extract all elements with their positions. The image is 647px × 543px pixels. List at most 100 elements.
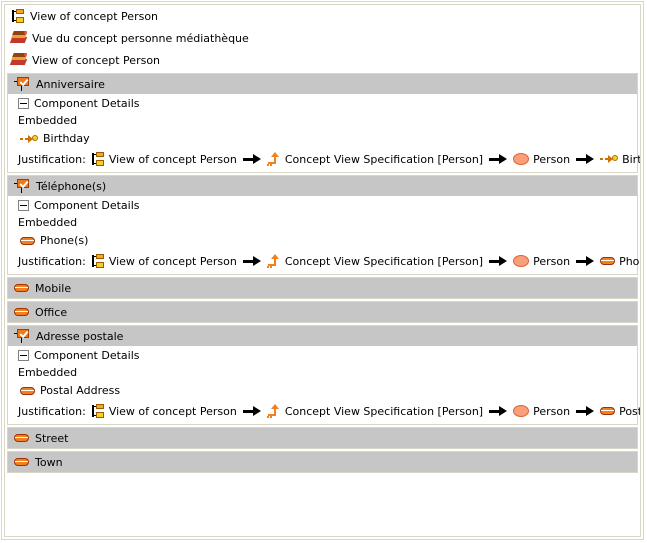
- arrow-icon: [576, 405, 595, 417]
- concept-view-specification-icon: [266, 152, 281, 166]
- attribute-row[interactable]: Postal Address: [8, 381, 637, 400]
- justification-chain-label: View of concept Person: [108, 404, 237, 418]
- justification-row: Justification: View of concept Person Conc…: [8, 400, 640, 422]
- justification-label: Justification:: [18, 404, 86, 418]
- attribute-bar-icon: [14, 283, 29, 293]
- arrow-icon: [489, 153, 508, 165]
- tree-item-row[interactable]: Vue du concept personne médiathèque: [5, 27, 640, 49]
- justification-chain-item[interactable]: Postal Address: [600, 404, 640, 418]
- sub-attribute-panel: Town: [7, 451, 638, 473]
- tree-item-label: Vue du concept personne médiathèque: [32, 31, 249, 45]
- component-details-label: Component Details: [34, 97, 140, 110]
- classifier-ellipse-icon: [513, 405, 530, 417]
- justification-chain-label: Person: [533, 404, 571, 418]
- sub-attribute-panel: Mobile: [7, 277, 638, 299]
- embedded-row: Embedded: [8, 112, 637, 129]
- collapse-toggle-icon[interactable]: [18, 200, 29, 211]
- sub-attribute-label: Mobile: [35, 281, 72, 295]
- sub-attribute-panel: Office: [7, 301, 638, 323]
- section-header[interactable]: Anniversaire: [8, 74, 637, 95]
- attribute-bar-icon: [14, 457, 29, 467]
- embedded-row: Embedded: [8, 214, 637, 231]
- collapse-toggle-icon[interactable]: [18, 98, 29, 109]
- derived-interface-icon: [600, 154, 619, 164]
- tree-item-row[interactable]: View of concept Person: [5, 49, 640, 71]
- justification-chain-item[interactable]: Birthday: [600, 152, 641, 166]
- justification-chain-item[interactable]: Concept View Specification [Person]: [266, 404, 484, 418]
- concept-view-specification-icon: [266, 254, 281, 268]
- component-details-row[interactable]: Component Details: [8, 95, 637, 112]
- sub-attribute-label: Town: [35, 455, 63, 469]
- justification-chain-item[interactable]: Person: [513, 153, 570, 166]
- justification-chain-label: Concept View Specification [Person]: [284, 404, 484, 418]
- property-checkbox-icon: [14, 328, 30, 343]
- component-details-row[interactable]: Component Details: [8, 197, 637, 214]
- justification-chain-item[interactable]: View of concept Person: [91, 404, 237, 418]
- section-title: Anniversaire: [36, 77, 105, 91]
- sub-attribute-row[interactable]: Office: [8, 302, 637, 322]
- sub-attribute-row[interactable]: Mobile: [8, 278, 637, 298]
- sub-attribute-row[interactable]: Street: [8, 428, 637, 448]
- justification-chain-label: Person: [533, 254, 571, 268]
- section-header[interactable]: Téléphone(s): [8, 176, 637, 197]
- attribute-row[interactable]: Phone(s): [8, 231, 637, 250]
- sub-attribute-label: Office: [35, 305, 68, 319]
- classifier-ellipse-icon: [513, 153, 530, 165]
- arrow-icon: [242, 153, 261, 165]
- diagram-icon: [9, 53, 28, 67]
- attribute-bar-icon: [14, 307, 29, 317]
- arrow-icon: [489, 405, 508, 417]
- collapse-toggle-icon[interactable]: [18, 350, 29, 361]
- justification-chain-item[interactable]: Phone(s): [600, 254, 640, 268]
- arrow-icon: [242, 405, 261, 417]
- embedded-label: Embedded: [18, 216, 78, 229]
- section-header[interactable]: Adresse postale: [8, 326, 637, 347]
- view-of-concept-icon: [91, 254, 105, 268]
- sub-attribute-label: Street: [35, 431, 69, 445]
- arrow-icon: [576, 255, 595, 267]
- attribute-row[interactable]: Birthday: [8, 129, 637, 148]
- justification-chain-item[interactable]: Person: [513, 255, 570, 268]
- justification-chain-item[interactable]: View of concept Person: [91, 254, 237, 268]
- arrow-icon: [489, 255, 508, 267]
- justification-chain-label: Phone(s): [619, 254, 640, 268]
- property-checkbox-icon: [14, 76, 30, 91]
- section-title: Adresse postale: [36, 329, 124, 343]
- justification-chain-item[interactable]: Concept View Specification [Person]: [266, 152, 483, 166]
- sub-attribute-row[interactable]: Town: [8, 452, 637, 472]
- derived-interface-icon: [20, 134, 38, 144]
- justification-chain-item[interactable]: Concept View Specification [Person]: [266, 254, 483, 268]
- tree-item-row[interactable]: View of concept Person: [5, 5, 640, 27]
- justification-chain-label: Person: [533, 152, 571, 166]
- attribute-label: Phone(s): [40, 234, 89, 247]
- attribute-bar-icon: [14, 433, 29, 443]
- attribute-label: Birthday: [43, 132, 90, 145]
- justification-chain-item[interactable]: View of concept Person: [91, 152, 237, 166]
- tree-item-label: View of concept Person: [32, 53, 161, 67]
- embedded-label: Embedded: [18, 366, 78, 379]
- attribute-bar-icon: [600, 406, 616, 416]
- component-details-row[interactable]: Component Details: [8, 347, 637, 364]
- attribute-label: Postal Address: [40, 384, 121, 397]
- diagram-icon: [9, 31, 28, 45]
- embedded-label: Embedded: [18, 114, 78, 127]
- property-checkbox-icon: [14, 178, 30, 193]
- view-of-concept-icon: [91, 152, 105, 166]
- arrow-icon: [576, 153, 595, 165]
- justification-chain-label: View of concept Person: [108, 152, 237, 166]
- justification-chain-item[interactable]: Person: [513, 405, 570, 418]
- section-title: Téléphone(s): [36, 179, 107, 193]
- justification-chain-label: Birthday: [622, 152, 641, 166]
- justification-chain-label: Postal Address: [619, 404, 640, 418]
- concept-view-specification-icon: [266, 404, 281, 418]
- view-of-concept-icon: [11, 9, 25, 23]
- justification-label: Justification:: [18, 152, 86, 166]
